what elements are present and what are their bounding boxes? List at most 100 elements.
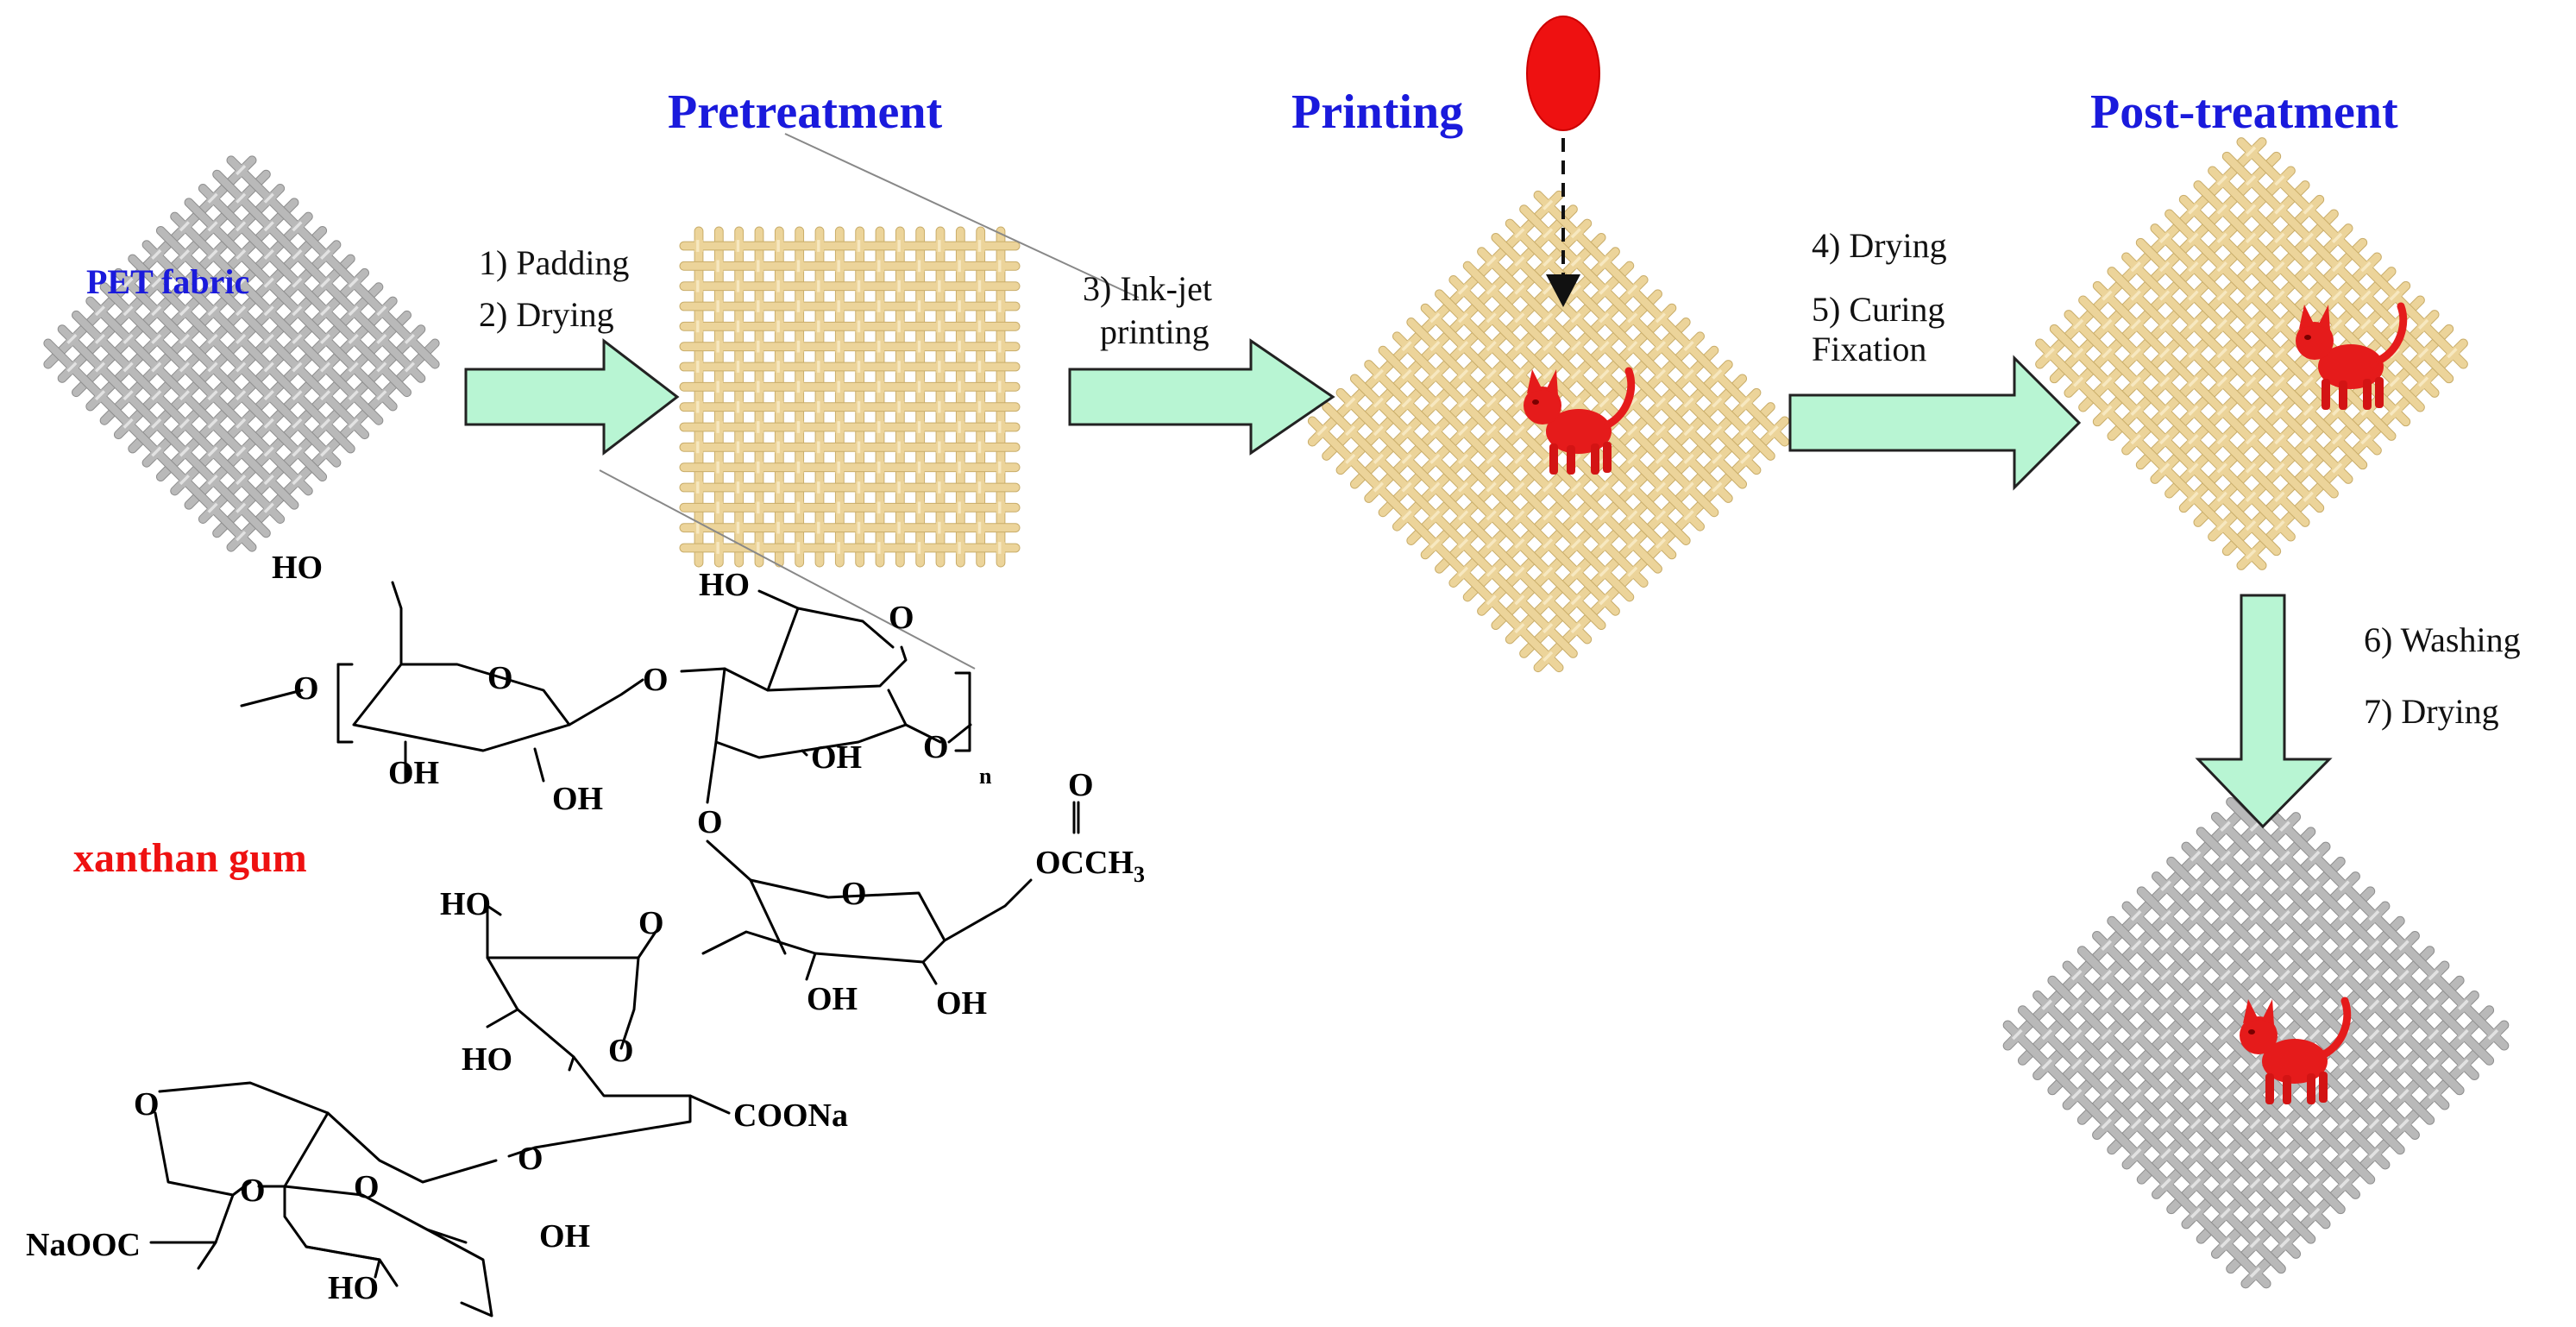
weave-highlight (123, 362, 134, 373)
chem-ho-3: HO (440, 886, 491, 922)
weave-highlight (236, 362, 247, 373)
weave-highlight (1655, 397, 1667, 408)
weave-highlight (736, 320, 740, 333)
weft-thread (679, 301, 1021, 311)
weave-highlight (2303, 232, 2314, 243)
weave-highlight (696, 240, 700, 252)
weave-highlight (292, 305, 303, 317)
weave-highlight (94, 305, 106, 317)
weave-highlight (1542, 228, 1554, 239)
weave-highlight (917, 542, 921, 554)
weave-highlight (998, 501, 1002, 514)
weave-highlight (2101, 1059, 2113, 1070)
weave-highlight (2279, 880, 2290, 892)
chem-oh-5: OH (936, 985, 987, 1022)
weave-highlight (1486, 368, 1497, 380)
weave-highlight (2245, 462, 2257, 474)
weave-highlight (2428, 1059, 2440, 1070)
weave-highlight (2398, 1088, 2410, 1100)
weave-highlight (1429, 397, 1441, 408)
step-curing-line1: 5) Curing (1812, 290, 1945, 329)
weft-thread (57, 324, 271, 538)
weave-highlight (958, 260, 961, 273)
weave-highlight (2368, 1059, 2380, 1070)
chem-ho-5: HO (328, 1270, 379, 1306)
weave-highlight (2249, 880, 2261, 892)
weave-highlight (1740, 453, 1751, 464)
weave-highlight (837, 340, 840, 353)
weft-thread (2208, 166, 2440, 398)
weave-highlight (877, 542, 881, 554)
weave-highlight (376, 305, 387, 317)
weave-highlight (1740, 425, 1751, 437)
weave-highlight (2041, 999, 2053, 1010)
weave-highlight (2309, 999, 2321, 1010)
weave-highlight (2188, 232, 2199, 243)
weave-highlight (2130, 1148, 2142, 1160)
weave-highlight (716, 300, 719, 312)
weave-highlight (320, 277, 331, 288)
weave-highlight (263, 390, 274, 401)
weave-highlight (857, 320, 861, 333)
weave-highlight (757, 340, 760, 353)
weave-highlight (1514, 228, 1525, 239)
weave-highlight (1655, 481, 1667, 493)
weave-highlight (2130, 261, 2141, 273)
weave-highlight (2339, 1059, 2350, 1070)
weave-highlight (2070, 1088, 2083, 1100)
weave-highlight (977, 400, 982, 413)
weave-highlight (1570, 228, 1581, 239)
weave-highlight (2158, 434, 2171, 445)
weave-highlight (1768, 425, 1779, 437)
weave-highlight (796, 380, 801, 393)
weave-highlight (2249, 999, 2261, 1010)
weave-highlight (2158, 462, 2171, 474)
weave-highlight (2072, 347, 2084, 359)
weave-highlight (877, 380, 881, 393)
weave-highlight (938, 240, 941, 252)
weave-highlight (1542, 284, 1554, 295)
weave-highlight (2216, 204, 2227, 215)
weave-highlight (1401, 341, 1412, 352)
weave-highlight (998, 340, 1002, 353)
weave-highlight (2220, 909, 2231, 921)
weave-highlight (2160, 1059, 2171, 1070)
weave-highlight (2274, 290, 2285, 301)
weave-highlight (2188, 376, 2199, 387)
weave-highlight (2245, 204, 2257, 215)
weave-highlight (2041, 1059, 2053, 1070)
stage-title-pretreatment: Pretreatment (668, 85, 943, 139)
weave-highlight (2249, 1267, 2261, 1279)
weave-highlight (1655, 510, 1667, 521)
weave-highlight (376, 362, 387, 373)
weft-thread (184, 198, 398, 412)
weave-highlight (917, 340, 921, 353)
weave-highlight (2368, 1028, 2380, 1041)
weave-highlight (1712, 368, 1723, 380)
weave-highlight (857, 361, 861, 373)
weave-highlight (2070, 1059, 2083, 1070)
weave-highlight (2160, 909, 2171, 921)
weft-thread (679, 342, 1021, 352)
weave-highlight (1570, 594, 1581, 606)
weave-highlight (1570, 255, 1581, 267)
weave-highlight (207, 418, 218, 429)
weave-highlight (263, 446, 274, 457)
weave-highlight (2309, 1207, 2321, 1219)
weave-highlight (1655, 538, 1667, 550)
weave-highlight (2158, 290, 2171, 301)
weave-highlight (716, 501, 719, 514)
weave-highlight (2458, 1028, 2469, 1041)
weft-thread (679, 281, 1021, 292)
weave-highlight (2070, 1028, 2083, 1041)
warp-thread (915, 226, 926, 568)
weave-highlight (1570, 623, 1581, 634)
chem-ho-1: HO (272, 550, 323, 586)
weave-highlight (2249, 1148, 2261, 1160)
weave-highlight (2245, 290, 2257, 301)
weave-highlight (179, 221, 190, 232)
weave-highlight (2274, 520, 2285, 531)
weave-highlight (917, 461, 921, 474)
weave-highlight (1514, 453, 1525, 464)
weave-highlight (2160, 940, 2171, 951)
